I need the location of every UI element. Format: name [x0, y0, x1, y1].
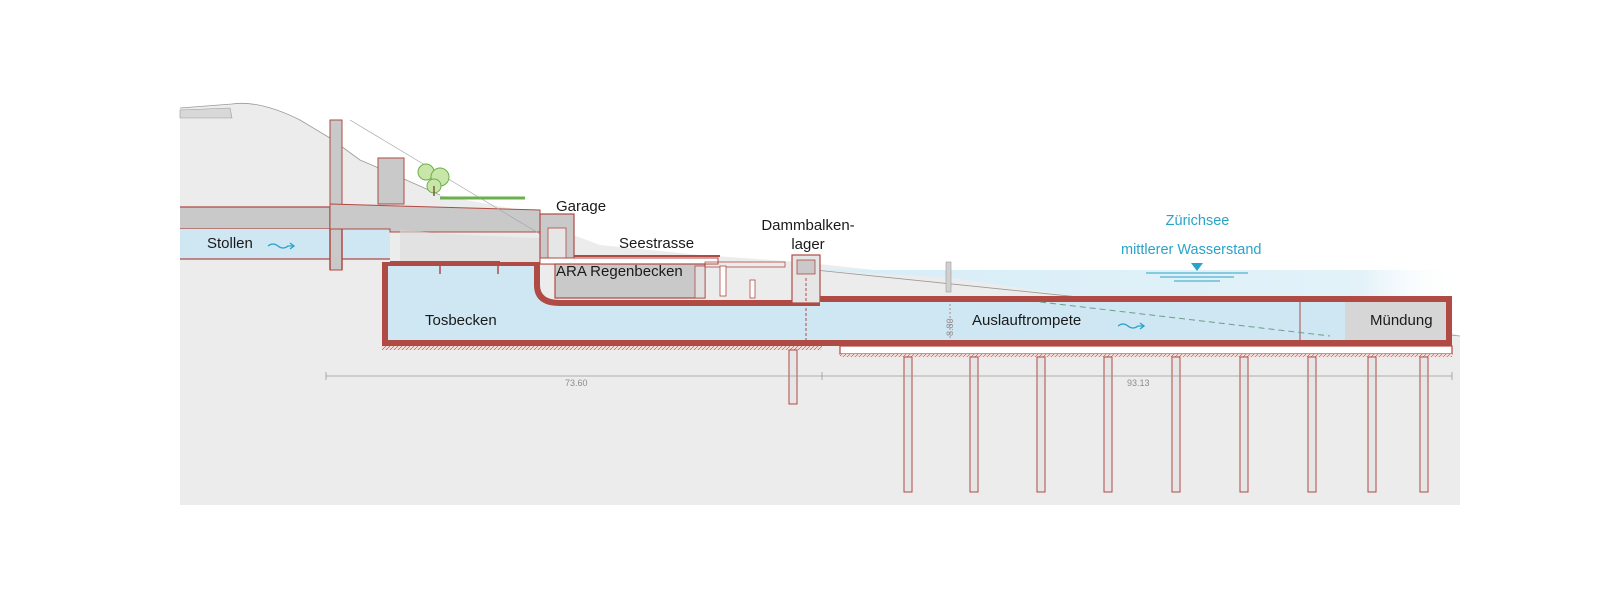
label-garage: Garage — [556, 198, 607, 215]
tree-icon — [417, 163, 450, 196]
shaft-left — [329, 119, 343, 271]
dimension-right-length: 93.13 — [1127, 378, 1150, 388]
label-dammbalken-line1: Dammbalken- — [761, 217, 855, 234]
label-auslauftrompete: Auslauftrompete — [972, 312, 1082, 329]
auslauftrompete-water — [820, 302, 1446, 340]
dashed-line — [1039, 301, 1331, 337]
label-zuerichsee: Zürichsee — [1165, 213, 1230, 229]
label-dammbalken-line2: lager — [791, 236, 825, 253]
upper-slab — [329, 203, 541, 233]
label-muendung: Mündung — [1370, 312, 1433, 329]
pile — [1036, 356, 1046, 493]
pile — [1239, 356, 1249, 493]
label-ara-regenbecken: ARA Regenbecken — [556, 263, 683, 280]
label-wasserstand: mittlerer Wasserstand — [1121, 242, 1262, 258]
road-top — [179, 107, 233, 119]
pile — [788, 349, 798, 405]
shaft-tower — [377, 157, 405, 205]
pile — [1307, 356, 1317, 493]
dimension-left-length: 73.60 — [565, 378, 588, 388]
pile — [1367, 356, 1377, 493]
label-stollen: Stollen — [207, 235, 253, 252]
stollen-water — [180, 229, 390, 259]
bottom-slab — [839, 345, 1453, 355]
pile — [1171, 356, 1181, 493]
muendung-block — [1345, 302, 1446, 340]
tosbecken-water — [388, 266, 820, 340]
triangle-down-icon — [1146, 263, 1248, 282]
dimension-height: 8.80 — [945, 318, 955, 336]
dimension-lines — [325, 372, 1453, 380]
pile — [1103, 356, 1113, 493]
wave-arrow-icon — [267, 242, 296, 250]
ramp-slope — [400, 230, 540, 262]
pile — [969, 356, 979, 493]
label-seestrasse: Seestrasse — [619, 235, 695, 252]
label-tosbecken: Tosbecken — [425, 312, 497, 329]
pile — [1419, 356, 1429, 493]
wave-arrow-icon — [1117, 322, 1146, 330]
tosbecken-hatch — [382, 346, 822, 350]
pile — [903, 356, 913, 493]
piles — [788, 349, 1429, 493]
